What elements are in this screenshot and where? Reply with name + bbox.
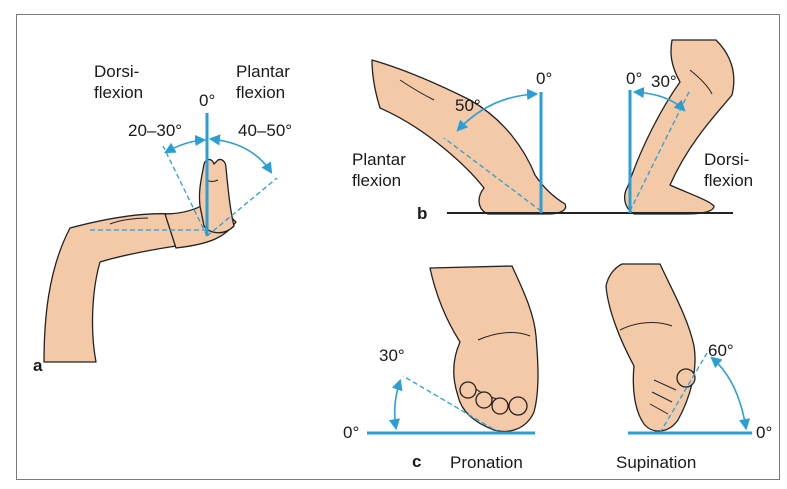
panel-b-plantarflexion-label-line1: Plantar (352, 149, 406, 170)
panel-b-letter: b (417, 204, 427, 224)
panel-c-supination-foot (606, 264, 695, 431)
panel-a-dorsiflexion-arc (166, 140, 204, 152)
panel-b-dorsiflexion-label-line2: flexion (704, 170, 753, 191)
panel-c-pronation-label: Pronation (450, 452, 523, 473)
panel-c-supination-arc (712, 358, 746, 428)
panel-c-pronation-arc (395, 381, 400, 428)
panel-b-plantarflexion-label-line2: flexion (352, 170, 401, 191)
panel-a-dorsiflexion-label-line1: Dorsi- (94, 61, 139, 82)
panel-c-pronation-foot (430, 266, 538, 431)
panel-a-dorsiflexion-range: 20–30° (128, 120, 182, 141)
panel-c-zero-right-label: 0° (756, 422, 772, 443)
panel-b-plantar-angle: 50° (455, 95, 481, 116)
panel-b-dorsi-angle: 30° (651, 71, 677, 92)
panel-a-plantarflexion-label-line2: flexion (236, 82, 285, 103)
panel-c-pronation-angle: 30° (379, 345, 405, 366)
panel-c-letter: c (412, 452, 421, 472)
panel-a-plantarflexion-range: 40–50° (238, 120, 292, 141)
panel-b-zero-right-label: 0° (626, 68, 642, 89)
panel-a-zero-degree-label: 0° (199, 90, 215, 111)
panel-a-letter: a (33, 356, 42, 376)
panel-c-zero-left-label: 0° (343, 422, 359, 443)
panel-c-supination-angle: 60° (708, 340, 734, 361)
panel-b-zero-left-label: 0° (536, 68, 552, 89)
panel-c-supination-label: Supination (616, 452, 696, 473)
panel-a-plantarflexion-label-line1: Plantar (236, 61, 290, 82)
panel-a-dorsiflexion-label-line2: flexion (94, 82, 143, 103)
panel-b-dorsiflexion-label-line1: Dorsi- (704, 149, 749, 170)
